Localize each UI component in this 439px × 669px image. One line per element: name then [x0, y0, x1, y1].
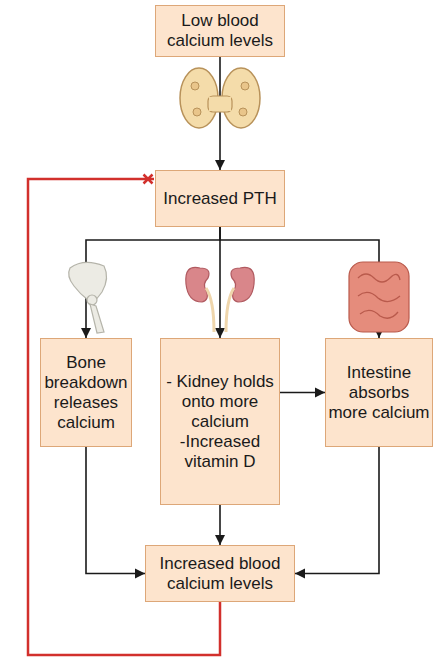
effect-box: Intestine absorbs more calcium: [325, 338, 433, 447]
arrow-head: [295, 569, 305, 579]
node-text: Intestine absorbs more calcium: [328, 363, 430, 423]
kidney-illustration: [186, 267, 254, 332]
connector-line: [295, 447, 379, 574]
flow-arrow: [295, 447, 379, 579]
gland-isthmus-fill: [209, 97, 231, 111]
parathyroid-dot: [191, 82, 199, 90]
bone-illustration: [69, 262, 107, 333]
intestine-folds: [358, 274, 400, 318]
node-text: - Kidney holds onto more calcium: [163, 372, 277, 432]
arrow-head: [215, 328, 225, 338]
node-text: -Increased vitamin D: [163, 432, 277, 472]
parathyroid-dot: [239, 108, 247, 116]
arrow-head: [135, 569, 145, 579]
intestine-illustration: [349, 262, 409, 332]
femur-shaft: [90, 304, 104, 333]
connector-line: [219, 57, 221, 170]
pelvis-bone: [69, 262, 107, 304]
node-text: Bone breakdown releases calcium: [43, 353, 129, 433]
connector-line: [86, 447, 145, 574]
outcome-box: Increased blood calcium levels: [145, 545, 295, 602]
flow-arrow: [215, 505, 225, 545]
flow-arrow: [215, 227, 225, 338]
gland-isthmus: [208, 96, 232, 112]
node-text: Increased PTH: [163, 189, 276, 209]
inhibition-mark: [144, 175, 153, 184]
node-text: Increased blood calcium levels: [148, 554, 292, 594]
arrow-head: [315, 388, 325, 398]
effect-box: Bone breakdown releases calcium: [40, 338, 132, 447]
ureter: [226, 288, 234, 332]
connector-line: [219, 227, 221, 338]
arrow-head: [81, 328, 91, 338]
arrow-head: [215, 160, 225, 170]
parathyroid-dot: [193, 108, 201, 116]
flow-arrow: [215, 57, 225, 170]
parathyroid-dot: [241, 82, 249, 90]
kidney: [186, 267, 209, 302]
ureter: [206, 288, 214, 332]
flow-arrow: [86, 447, 145, 579]
node-text: Low blood calcium levels: [158, 11, 282, 51]
hormone-box: Increased PTH: [155, 170, 285, 227]
arrow-head: [215, 535, 225, 545]
parathyroid-illustration: [180, 68, 260, 128]
condition-box: Low blood calcium levels: [155, 5, 285, 57]
flow-arrow: [280, 388, 325, 398]
effect-box: - Kidney holds onto more calcium-Increas…: [160, 338, 280, 505]
intestine-body: [349, 262, 409, 332]
kidney: [231, 267, 254, 302]
femur-head: [87, 295, 97, 305]
